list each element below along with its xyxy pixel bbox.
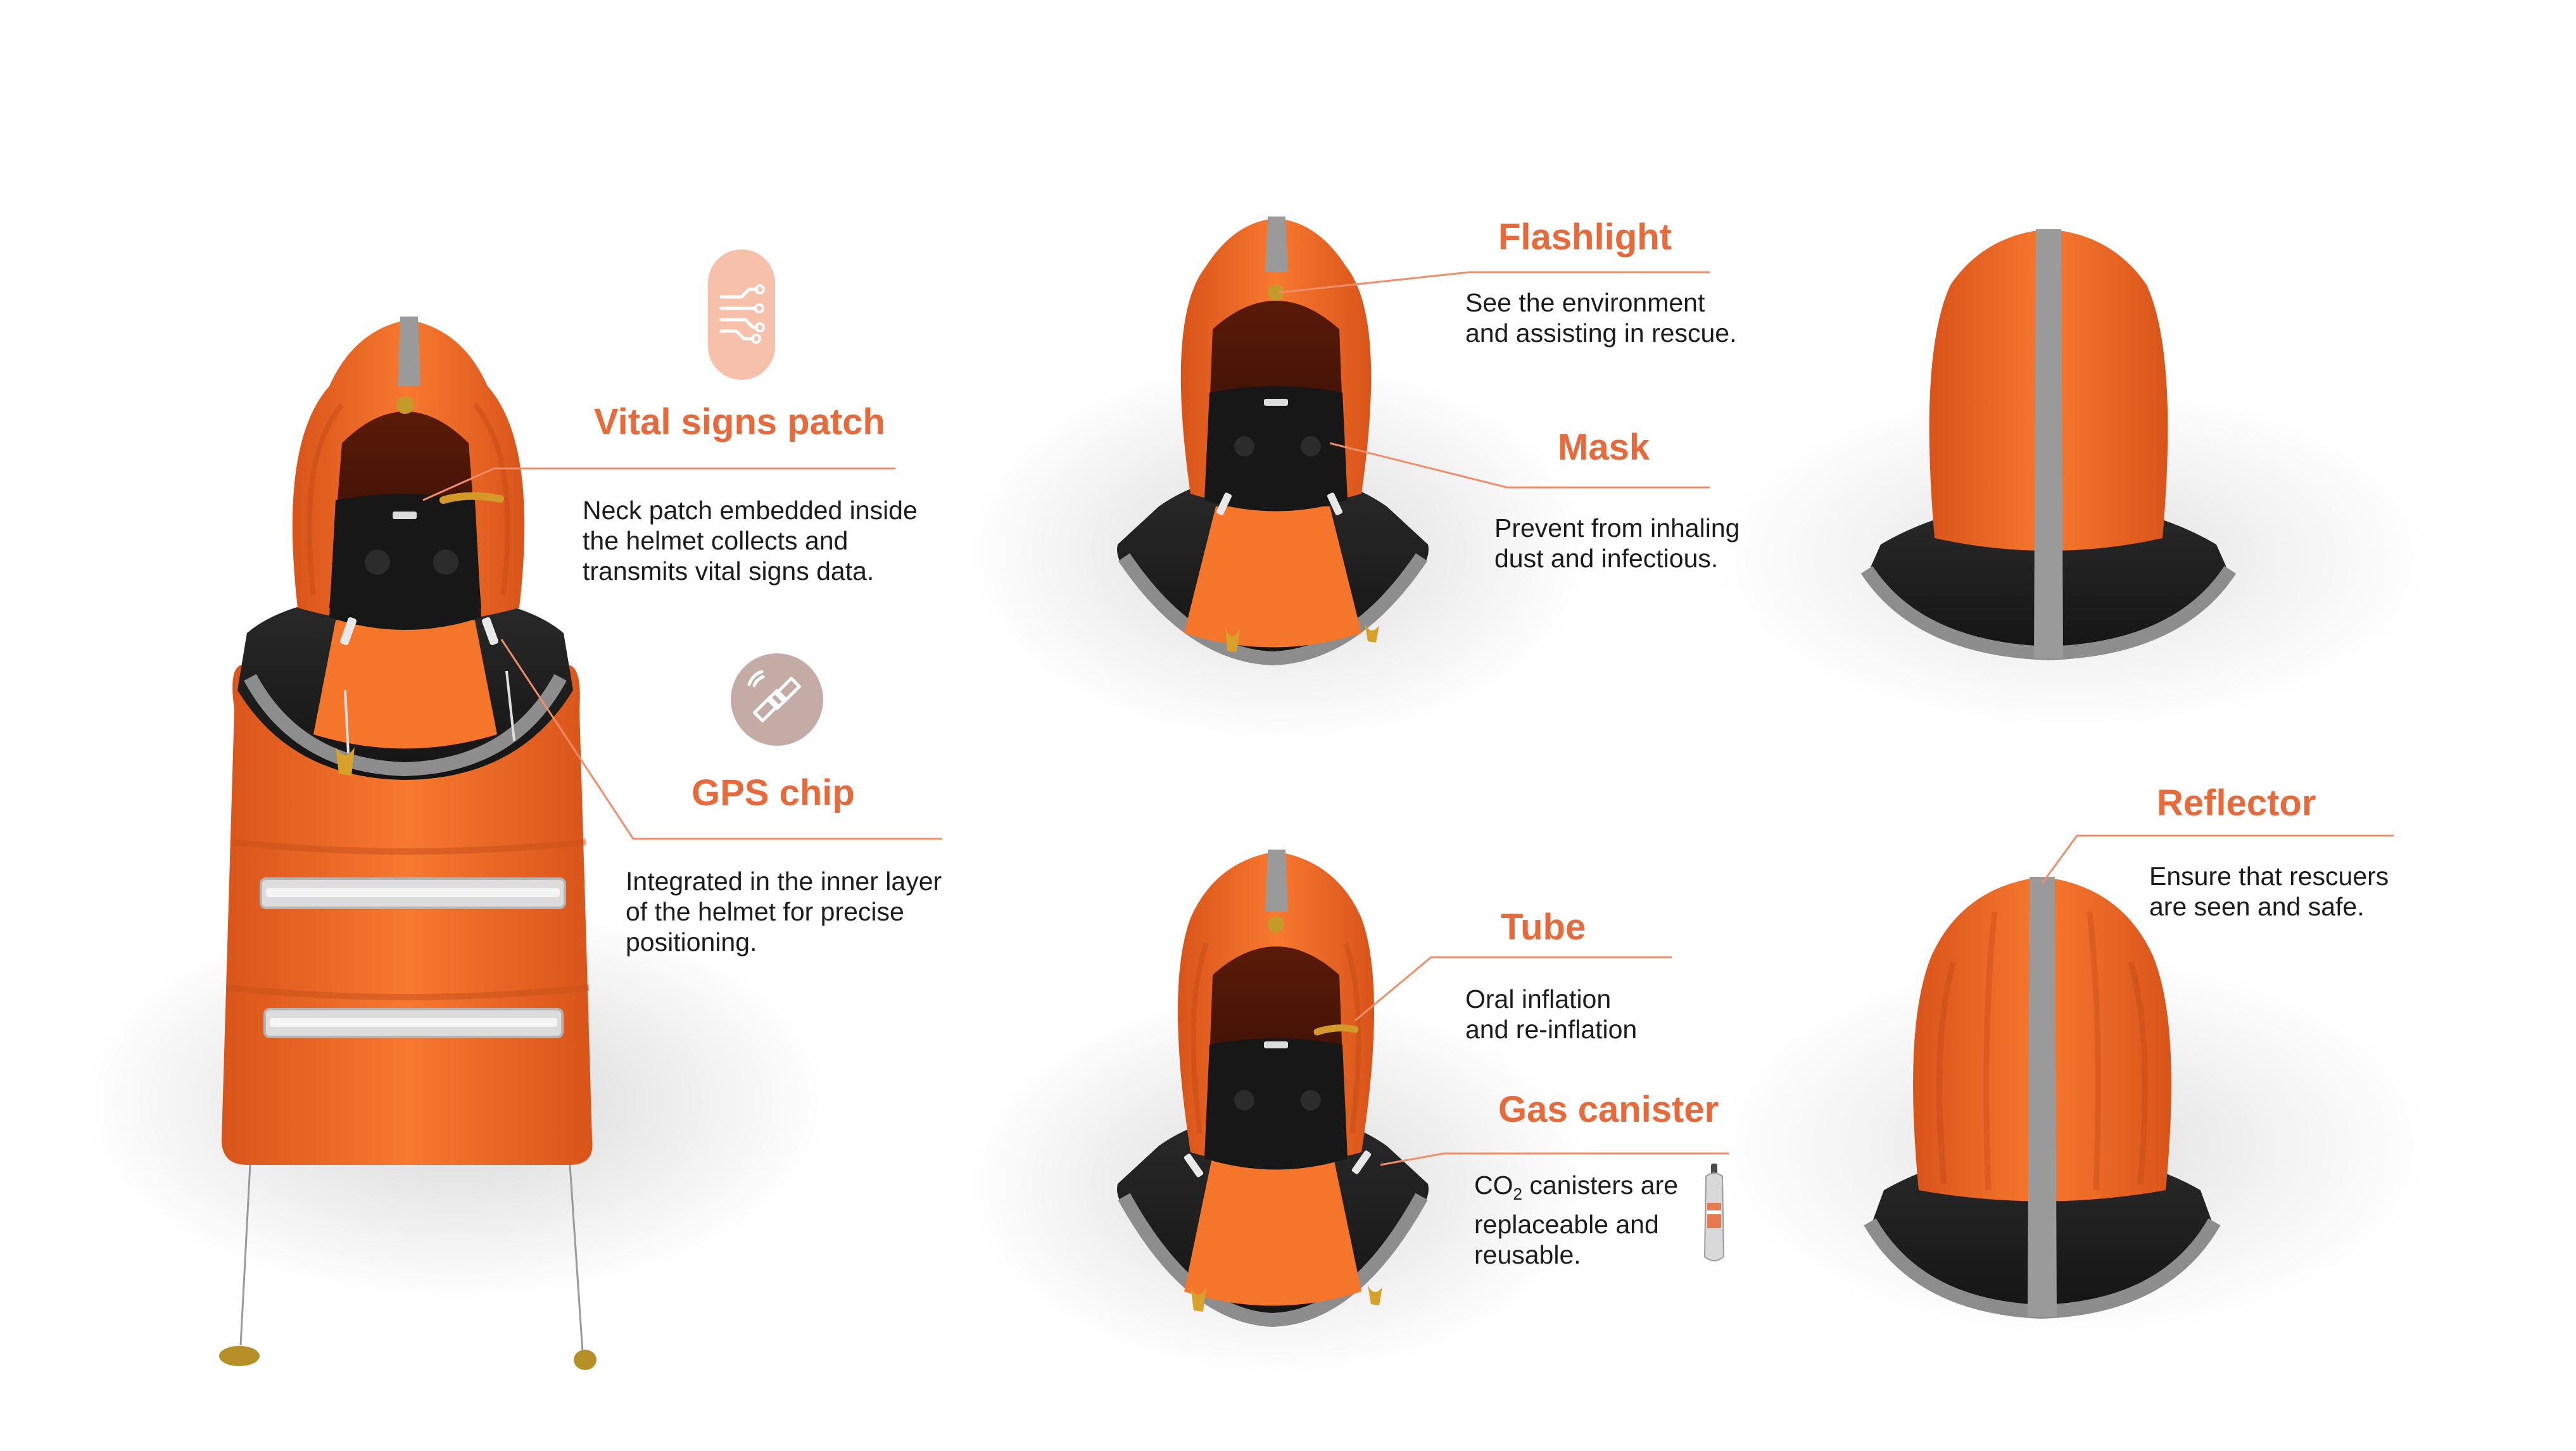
reflector-title: Reflector — [2157, 782, 2316, 824]
hood-front-inflated — [1117, 850, 1429, 1328]
mask-description: Prevent from inhaling dust and infectiou… — [1494, 513, 1740, 573]
gas-canister-line2: replaceable and reusable. — [1474, 1210, 1659, 1270]
flashlight-title: Flashlight — [1498, 217, 1672, 258]
co2-label: CO — [1474, 1171, 1513, 1200]
hood-back-top — [1860, 229, 2237, 661]
leader-flashlight — [1279, 271, 1710, 294]
leader-mask — [1329, 442, 1710, 489]
vital-signs-description: Neck patch embedded inside the helmet co… — [583, 496, 918, 586]
inflated-helmet-full — [219, 317, 597, 1370]
leader-reflector — [2041, 834, 2394, 884]
leader-gps — [500, 639, 942, 840]
gps-icon-badge — [731, 653, 823, 746]
leader-vital-signs — [422, 467, 895, 501]
gas-canister-line1: canisters are — [1522, 1171, 1679, 1200]
vital-signs-title: Vital signs patch — [594, 401, 885, 443]
gas-canister-title: Gas canister — [1498, 1089, 1719, 1130]
flashlight-description: See the environment and assisting in res… — [1465, 288, 1737, 348]
gps-description: Integrated in the inner layer of the hel… — [626, 867, 942, 957]
gps-title: GPS chip — [691, 772, 855, 813]
satellite-icon — [747, 670, 801, 722]
hood-front-top — [1117, 217, 1429, 666]
co2-cartridge-icon — [1703, 1164, 1725, 1262]
reflector-description: Ensure that rescuers are seen and safe. — [2149, 862, 2389, 921]
hood-back-inflated — [1864, 877, 2221, 1319]
co2-subscript: 2 — [1513, 1184, 1522, 1204]
leader-gas-canister — [1380, 1152, 1729, 1166]
mask-title: Mask — [1558, 427, 1650, 468]
gas-canister-description: CO2 canisters are replaceable and reusab… — [1474, 1170, 1702, 1270]
tube-description: Oral inflation and re-inflation — [1465, 984, 1638, 1044]
leader-tube — [1354, 956, 1672, 1022]
circuit-icon — [719, 284, 765, 344]
vital-signs-icon-badge — [708, 249, 775, 380]
tube-title: Tube — [1501, 907, 1586, 948]
